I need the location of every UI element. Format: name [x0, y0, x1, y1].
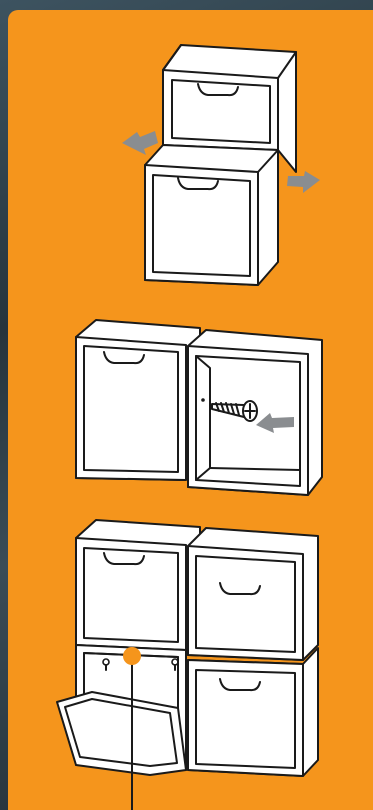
- arrow-right-icon: [287, 171, 320, 193]
- mount-point-dot: [123, 647, 141, 665]
- box-bottom-left-open: [57, 645, 186, 775]
- screw-hole-dot: [201, 398, 205, 402]
- box-top-left: [76, 520, 200, 650]
- step-1-stack-illustration: [122, 45, 320, 285]
- lower-box: [145, 145, 278, 285]
- step-2-screw-illustration: [76, 320, 322, 495]
- left-joined-box: [76, 320, 200, 480]
- arrow-left-icon: [122, 131, 158, 155]
- box-top-right: [188, 528, 318, 660]
- box-bottom-right: [188, 648, 318, 776]
- step-3-wall-mount-illustration: [57, 520, 318, 810]
